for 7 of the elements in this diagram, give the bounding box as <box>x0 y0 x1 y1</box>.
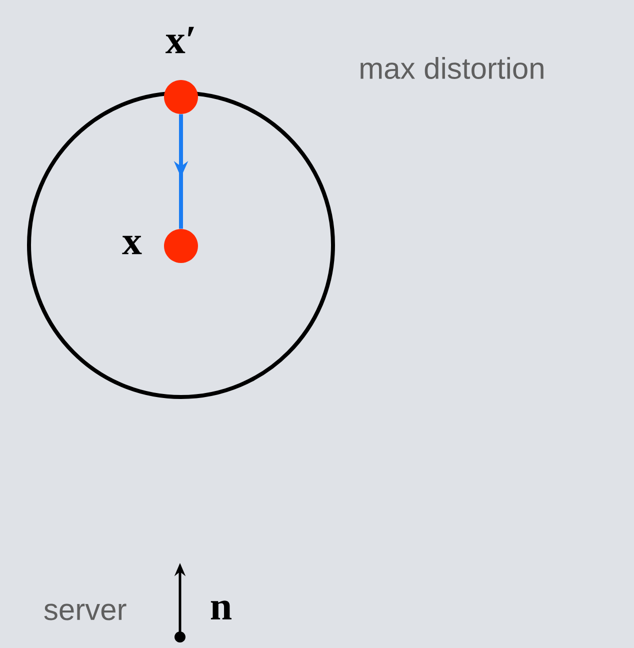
point-label: x <box>122 236 142 254</box>
text-label: max distortion <box>360 56 544 80</box>
point-dot <box>164 80 198 114</box>
point-label: x′ <box>166 26 194 54</box>
text-label: server <box>44 604 126 620</box>
point-dot <box>164 229 198 263</box>
text-label: n <box>210 600 232 620</box>
